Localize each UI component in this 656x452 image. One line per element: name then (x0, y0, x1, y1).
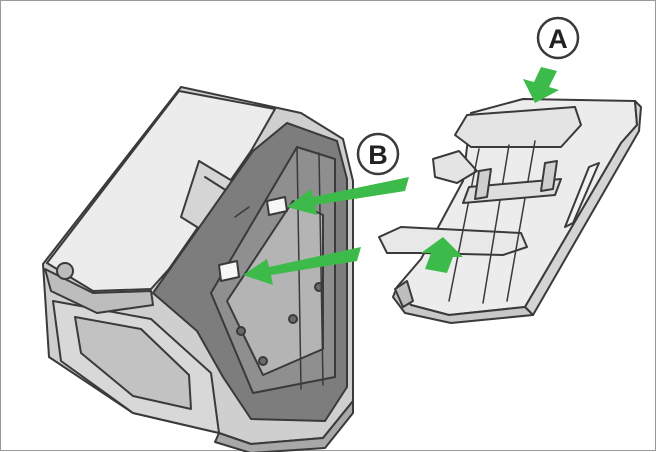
tray-side-slot (564, 162, 600, 228)
scanner-screw (236, 326, 246, 336)
tray-center-rail (448, 140, 536, 304)
arrow-b-upper (287, 177, 409, 215)
callout-b-circle (356, 132, 400, 176)
tray-hinge-tab (394, 280, 414, 308)
scanner-power-button (56, 262, 74, 280)
scanner-screw (288, 314, 298, 324)
callout-a (536, 16, 580, 60)
arrows (243, 67, 559, 285)
arrow-a (523, 67, 559, 103)
scanner-front-window (74, 316, 192, 410)
tray-left-wing (432, 150, 478, 184)
callout-a-circle (536, 16, 580, 60)
scanner-lid-rim (44, 268, 154, 314)
scanner-screw (258, 356, 268, 366)
tray-top-extension (454, 106, 582, 148)
scanner-mount-slot-lower (218, 260, 240, 282)
tray-lever (540, 160, 558, 192)
tray-lever (474, 168, 492, 200)
callout-b (356, 132, 400, 176)
scanner-base (214, 400, 354, 452)
callout-b-label: B (368, 140, 388, 170)
arrow-tray-up (421, 237, 463, 273)
scanner-mount-slot-upper (266, 196, 288, 216)
tray-bottom-lip (392, 286, 534, 324)
arrow-b-lower (243, 247, 361, 285)
scanner (42, 86, 354, 452)
callout-a-label: A (548, 24, 568, 54)
paper-tray (378, 98, 642, 324)
